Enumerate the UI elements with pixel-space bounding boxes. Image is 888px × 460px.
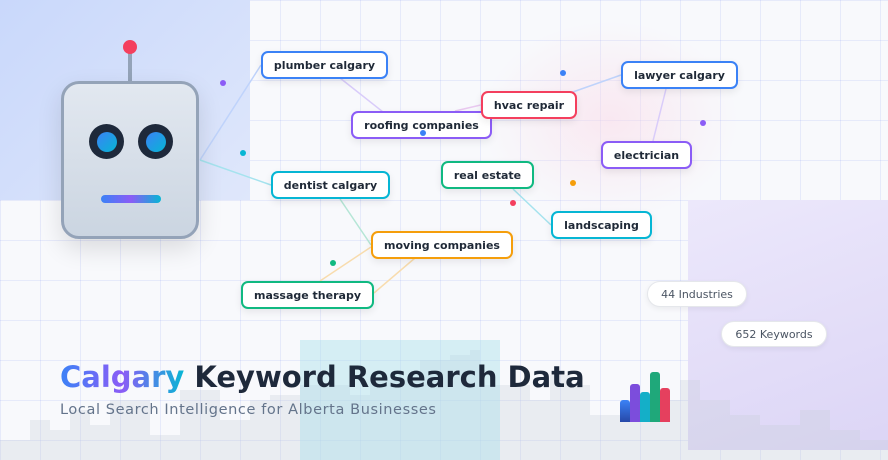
robot-eye-left (89, 124, 124, 159)
keyword-node-hvac[interactable]: hvac repair (481, 91, 577, 119)
robot-antenna-bulb (123, 40, 137, 54)
decor-dot (560, 70, 566, 76)
keyword-node-electrician[interactable]: electrician (601, 141, 692, 169)
decor-dot (700, 120, 706, 126)
decor-dot (510, 200, 516, 206)
decor-dot (330, 260, 336, 266)
title-rest: Keyword Research Data (184, 360, 585, 394)
city-skyline (0, 350, 888, 460)
page-title: Calgary Keyword Research Data (60, 360, 585, 394)
decor-dot (570, 180, 576, 186)
page-subtitle: Local Search Intelligence for Alberta Bu… (60, 402, 437, 418)
chart-bar (650, 372, 660, 422)
chart-bar (660, 388, 670, 422)
chart-bar (640, 392, 650, 422)
keyword-node-real-estate[interactable]: real estate (441, 161, 534, 189)
keyword-node-moving[interactable]: moving companies (371, 231, 513, 259)
cyan-block (300, 340, 500, 460)
robot-eye-right (138, 124, 173, 159)
keywords-badge: 652 Keywords (721, 321, 827, 347)
keyword-node-dentist[interactable]: dentist calgary (271, 171, 390, 199)
keyword-node-massage[interactable]: massage therapy (241, 281, 374, 309)
keyword-node-landscaping[interactable]: landscaping (551, 211, 652, 239)
decor-dot (240, 150, 246, 156)
decor-dot (420, 130, 426, 136)
title-highlight: Calgary (60, 360, 185, 394)
chart-bar (630, 384, 640, 422)
keyword-node-roofing[interactable]: roofing companies (351, 111, 492, 139)
keyword-node-plumber[interactable]: plumber calgary (261, 51, 388, 79)
industries-badge: 44 Industries (647, 281, 747, 307)
decor-dot (220, 80, 226, 86)
chart-bar (620, 400, 630, 422)
robot-mouth (101, 195, 161, 203)
robot-antenna (128, 50, 132, 82)
keyword-node-lawyer[interactable]: lawyer calgary (621, 61, 738, 89)
robot-icon (61, 81, 199, 239)
